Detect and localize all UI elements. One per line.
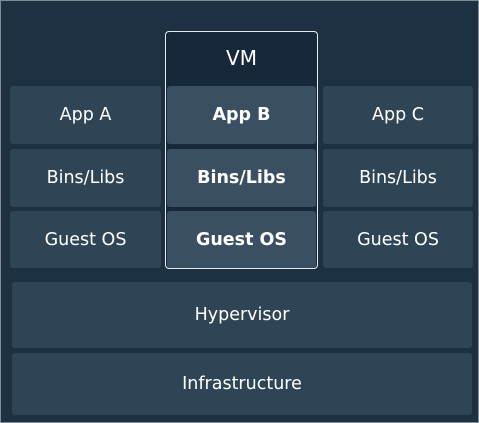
bins-libs-c-box: Bins/Libs bbox=[323, 149, 473, 207]
app-a-box: App A bbox=[10, 86, 161, 144]
app-c-box: App C bbox=[323, 86, 473, 144]
guest-os-c-box: Guest OS bbox=[323, 211, 473, 268]
bins-libs-a-box: Bins/Libs bbox=[10, 149, 161, 207]
bins-libs-b-box: Bins/Libs bbox=[167, 149, 316, 207]
vm-label: VM bbox=[226, 46, 257, 70]
hypervisor-box: Hypervisor bbox=[12, 282, 472, 348]
guest-os-b-box: Guest OS bbox=[167, 211, 316, 268]
guest-os-a-box: Guest OS bbox=[10, 211, 161, 268]
infrastructure-box: Infrastructure bbox=[12, 353, 472, 415]
app-b-box: App B bbox=[167, 86, 316, 144]
